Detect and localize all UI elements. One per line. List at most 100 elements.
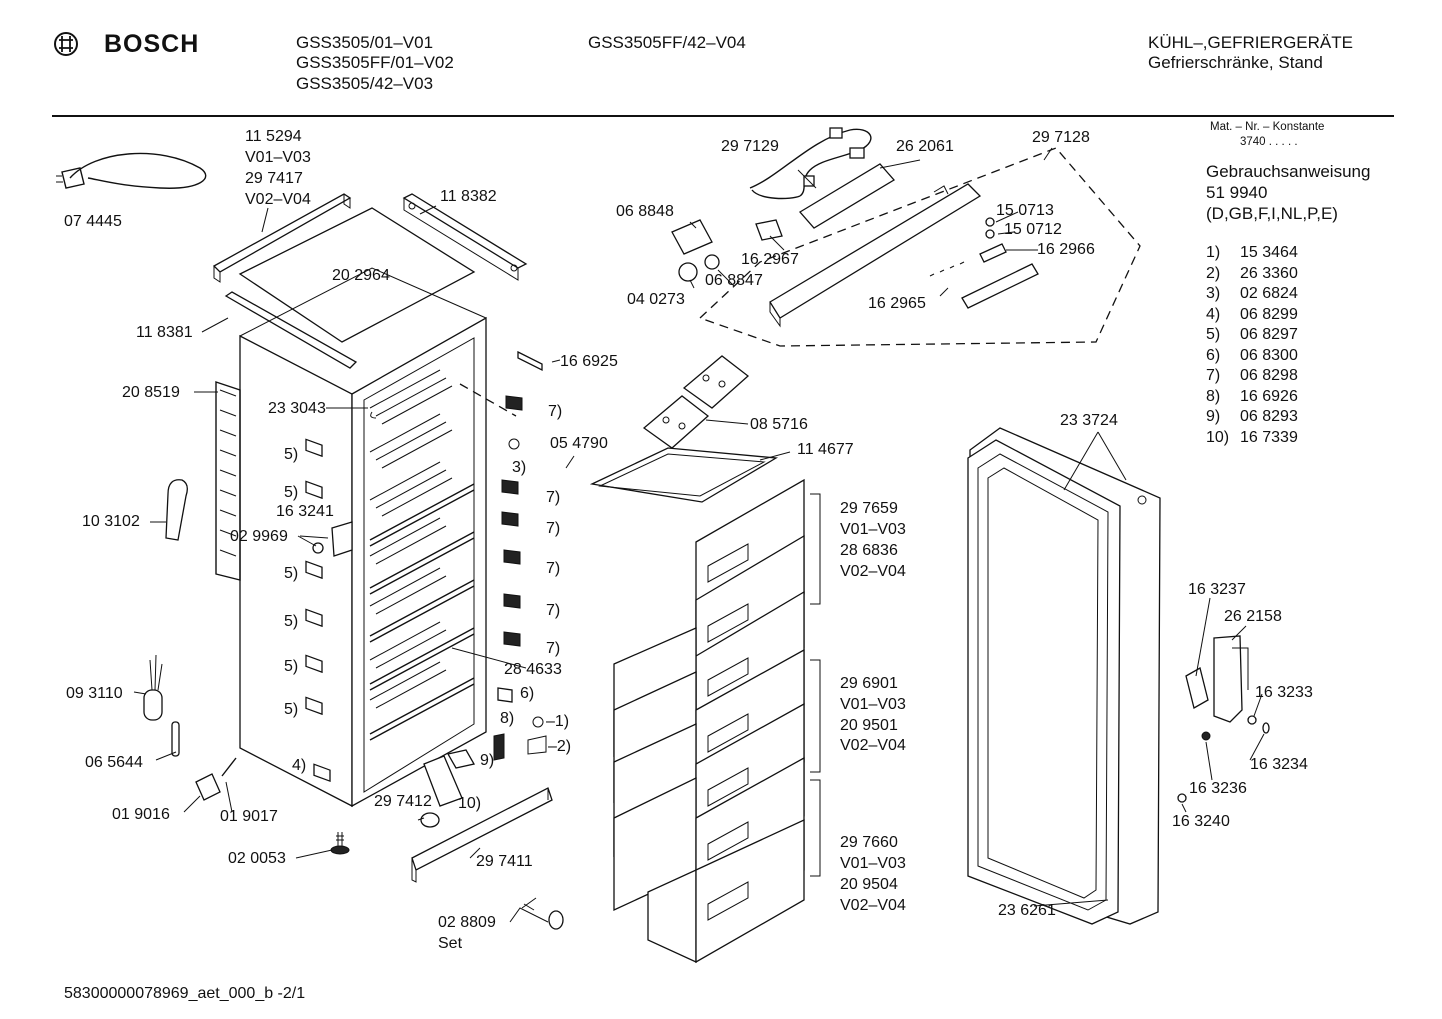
footnote-num: 9) — [1206, 408, 1221, 425]
document-id: 58300000078969_aet_000_b -2/1 — [64, 985, 306, 1002]
ref-label: 7) — [546, 520, 561, 537]
part-label: 09 3110 — [66, 685, 123, 702]
footnote-num: 8) — [1206, 388, 1221, 405]
part-label: 11 5294 — [245, 128, 302, 145]
bracket-group-2 — [810, 659, 821, 773]
mat-nr-label: Mat. – Nr. – Konstante — [1210, 121, 1325, 133]
pin-part — [171, 721, 180, 757]
part-label: 16 3233 — [1255, 684, 1313, 701]
brand-name: BOSCH — [104, 30, 200, 58]
ref-label: 6) — [520, 685, 535, 702]
part-label: V01–V03 — [840, 855, 906, 872]
ref-label: 7) — [546, 602, 561, 619]
cap-part — [195, 773, 221, 801]
footnote-part: 15 3464 — [1240, 244, 1298, 261]
relay-part — [671, 219, 713, 255]
led-part-2 — [985, 229, 995, 239]
bracket-group-3 — [810, 779, 821, 877]
category-line-1: KÜHL–,GEFRIERGERÄTE — [1148, 33, 1353, 52]
ref-label: 5) — [284, 565, 299, 582]
bracket-group-1 — [810, 493, 821, 605]
part-label: 29 6901 — [840, 675, 898, 692]
evaporator-coils — [369, 369, 453, 709]
part-label: V01–V03 — [245, 149, 311, 166]
part-label: 20 9504 — [840, 876, 898, 893]
manual-number: 51 9940 — [1206, 183, 1268, 202]
part-label: 16 3234 — [1250, 756, 1308, 773]
footnote-part: 16 7339 — [1240, 429, 1298, 446]
model-line-3: GSS3505/42–V03 — [296, 74, 434, 93]
part-label: 16 3236 — [1189, 780, 1247, 797]
footnote-num: 3) — [1206, 285, 1221, 302]
ref-label: 5) — [284, 484, 299, 501]
ref-label: 7) — [546, 560, 561, 577]
footnote-num: 6) — [1206, 347, 1221, 364]
ice-packs — [642, 355, 750, 449]
top-frame-rail-2 — [402, 193, 528, 281]
part-label: 01 9016 — [112, 806, 170, 823]
grille-part — [423, 755, 463, 807]
adjustable-foot — [330, 832, 350, 855]
ref-label: 5) — [284, 658, 299, 675]
part-label: 29 7660 — [840, 834, 898, 851]
part-label: 11 8382 — [440, 188, 497, 205]
part-label: 10 3102 — [82, 513, 140, 530]
part-label: 11 8381 — [136, 324, 193, 341]
footnote-num: 1) — [1206, 244, 1221, 261]
part-label: 16 2967 — [741, 251, 799, 268]
model-line-2: GSS3505FF/01–V02 — [296, 53, 454, 72]
footnote-num: 5) — [1206, 326, 1221, 343]
front-bar — [224, 291, 358, 369]
tray — [589, 447, 779, 503]
feet-part — [420, 812, 440, 828]
ref-label: 10) — [458, 795, 482, 812]
top-frame-rail — [212, 193, 352, 283]
ref-label: 3) — [512, 459, 527, 476]
part-label: 16 3241 — [276, 503, 334, 520]
part-label: 05 4790 — [550, 435, 608, 452]
footnote-num: 4) — [1206, 306, 1221, 323]
top-plate — [238, 207, 476, 343]
footnote-part: 26 3360 — [1240, 265, 1298, 282]
part-label: 29 7659 — [840, 500, 898, 517]
manual-title: Gebrauchsanweisung — [1206, 162, 1371, 181]
ref-label: –2) — [548, 738, 572, 755]
category-line-2: Gefrierschränke, Stand — [1148, 53, 1323, 72]
part-label: 20 9501 — [840, 717, 898, 734]
footnote-part: 06 8293 — [1240, 408, 1298, 425]
switch-part — [755, 219, 783, 241]
part-label: 06 8848 — [616, 203, 674, 220]
bosch-logo — [52, 30, 82, 65]
leader-lines — [133, 147, 1265, 923]
ref-label: 5) — [284, 701, 299, 718]
button-set — [929, 261, 965, 277]
spring-part — [221, 757, 237, 777]
part-label: V02–V04 — [245, 191, 311, 208]
mat-nr-value: 3740 . . . . . — [1240, 136, 1298, 148]
part-label: 20 2964 — [332, 267, 390, 284]
part-label: 15 0712 — [1004, 221, 1062, 238]
footnote-num: 2) — [1206, 265, 1221, 282]
part-label: 07 4445 — [64, 213, 122, 230]
control-panel-housing — [769, 183, 982, 319]
part-label: 26 2158 — [1224, 608, 1282, 625]
part-label: 20 8519 — [122, 384, 180, 401]
knob-part — [312, 542, 324, 554]
ref-label: 7) — [546, 640, 561, 657]
header-rule — [52, 115, 1394, 117]
drain-pipe — [165, 479, 188, 541]
ref-label: 5) — [284, 613, 299, 630]
part-label: 29 7129 — [721, 138, 779, 155]
part-label: 01 9017 — [220, 808, 278, 825]
part-label: 04 0273 — [627, 291, 685, 308]
control-board — [798, 163, 896, 229]
hinge-bracket — [331, 521, 353, 557]
part-label: 29 7417 — [245, 170, 303, 187]
footnote-part: 06 8300 — [1240, 347, 1298, 364]
cover-part-9 — [446, 749, 476, 769]
shelf-bars — [369, 483, 475, 741]
part-label: 28 4633 — [504, 661, 562, 678]
part-label: 02 8809 — [438, 914, 496, 931]
footnote-num: 10) — [1206, 429, 1230, 446]
